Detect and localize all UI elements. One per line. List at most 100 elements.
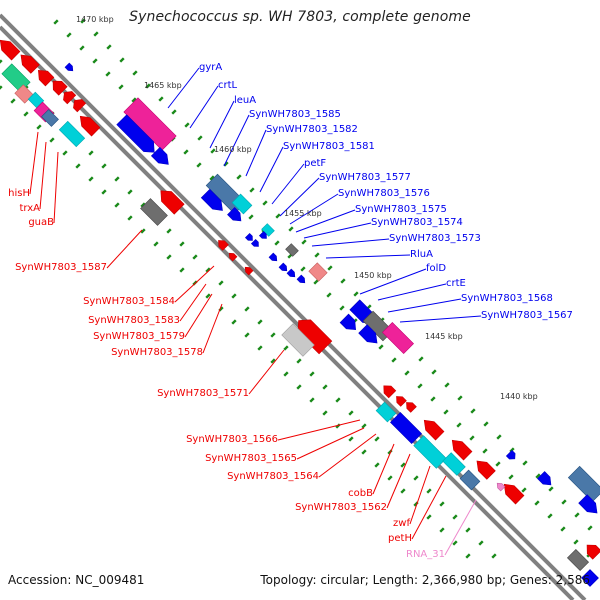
gene-label-reverse[interactable]: SynWH7803_1583	[88, 315, 180, 326]
gene-label-forward[interactable]: SynWH7803_1573	[389, 233, 481, 244]
reverse-cds-feature[interactable]	[292, 314, 333, 355]
gene-label-reverse[interactable]: SynWH7803_1584	[83, 296, 175, 307]
gene-label-rna[interactable]: RNA_31	[406, 549, 445, 560]
reverse-cds-feature[interactable]	[0, 36, 21, 61]
forward-cds-feature[interactable]	[308, 262, 328, 282]
tick-mark	[105, 71, 111, 77]
reverse-cds-feature[interactable]	[459, 469, 481, 491]
gene-label-forward[interactable]: SynWH7803_1585	[249, 109, 341, 120]
reverse-cds-feature[interactable]	[566, 548, 590, 572]
gene-label-forward[interactable]: leuA	[234, 95, 256, 106]
gene-label-reverse[interactable]: cobB	[348, 488, 373, 499]
gene-label-reverse[interactable]: SynWH7803_1587	[15, 262, 107, 273]
reverse-cds-feature[interactable]	[413, 435, 447, 469]
reverse-cds-feature[interactable]	[281, 323, 315, 357]
reverse-cds-feature[interactable]	[243, 265, 254, 276]
gene-label-forward[interactable]: petF	[304, 158, 326, 169]
reverse-cds-feature[interactable]	[34, 66, 55, 87]
gene-label-reverse[interactable]: SynWH7803_1571	[157, 388, 249, 399]
gene-label-forward[interactable]: SynWH7803_1576	[338, 188, 430, 199]
gene-label-reverse[interactable]: SynWH7803_1578	[111, 347, 203, 358]
reverse-cds-feature[interactable]	[375, 401, 397, 423]
gene-label-forward[interactable]: SynWH7803_1577	[319, 172, 411, 183]
forward-cds-feature[interactable]	[278, 262, 289, 273]
gene-label-reverse[interactable]: SynWH7803_1564	[227, 471, 319, 482]
forward-cds-feature[interactable]	[268, 252, 279, 263]
reverse-cds-feature[interactable]	[76, 112, 101, 137]
forward-cds-feature[interactable]	[286, 268, 297, 279]
tick-mark	[92, 58, 98, 64]
forward-cds-feature[interactable]	[250, 238, 260, 248]
tick-mark	[400, 462, 406, 468]
forward-cds-feature[interactable]	[150, 146, 172, 168]
leader-line	[29, 131, 39, 195]
reverse-cds-feature[interactable]	[583, 541, 600, 560]
reverse-cds-feature[interactable]	[500, 480, 525, 505]
gene-label-reverse[interactable]: SynWH7803_1566	[186, 434, 278, 445]
tick-mark	[387, 475, 393, 481]
reverse-cds-feature[interactable]	[394, 394, 407, 407]
forward-cds-feature[interactable]	[567, 465, 600, 503]
gene-label-forward[interactable]: SynWH7803_1567	[481, 310, 573, 321]
gene-label-reverse[interactable]: SynWH7803_1562	[295, 502, 387, 513]
tick-mark	[313, 279, 319, 285]
forward-cds-feature[interactable]	[581, 569, 599, 587]
reverse-cds-feature[interactable]	[156, 186, 185, 215]
tick-mark	[417, 383, 423, 389]
rna-feature[interactable]	[495, 481, 506, 492]
reverse-cds-feature[interactable]	[420, 416, 445, 441]
reverse-cds-feature[interactable]	[404, 400, 417, 413]
forward-cds-feature[interactable]	[339, 313, 360, 334]
forward-cds-feature[interactable]	[537, 471, 555, 489]
gene-label-forward[interactable]: SynWH7803_1581	[283, 141, 375, 152]
forward-cds-feature[interactable]	[227, 207, 245, 225]
tick-mark	[309, 371, 315, 377]
tick-mark	[140, 228, 146, 234]
gene-label-forward[interactable]: crtL	[218, 80, 238, 91]
forward-cds-feature[interactable]	[285, 243, 299, 257]
reverse-cds-feature[interactable]	[70, 96, 87, 113]
leader-line	[359, 268, 427, 295]
reverse-cds-feature[interactable]	[58, 120, 86, 148]
forward-cds-feature[interactable]	[578, 494, 600, 518]
gene-label-forward[interactable]: gyrA	[199, 62, 222, 73]
gene-label-reverse[interactable]: hisH	[8, 188, 30, 199]
forward-cds-feature[interactable]	[258, 230, 268, 240]
gene-label-reverse[interactable]: zwf	[393, 518, 410, 529]
reverse-cds-feature[interactable]	[442, 452, 466, 476]
gene-label-reverse[interactable]: SynWH7803_1579	[93, 331, 185, 342]
gene-label-forward[interactable]: SynWH7803_1582	[266, 124, 358, 135]
reverse-cds-feature[interactable]	[49, 77, 68, 96]
forward-cds-feature[interactable]	[231, 193, 253, 215]
forward-cds-feature[interactable]	[116, 114, 159, 157]
reverse-cds-feature[interactable]	[41, 109, 59, 127]
reverse-cds-feature[interactable]	[17, 51, 40, 74]
tick-mark	[348, 436, 354, 442]
gene-label-reverse[interactable]: guaB	[28, 217, 54, 228]
gene-label-forward[interactable]: RluA	[410, 249, 433, 260]
forward-cds-feature[interactable]	[505, 449, 517, 461]
reverse-cds-feature[interactable]	[227, 251, 238, 262]
gene-label-reverse[interactable]: petH	[388, 533, 412, 544]
forward-cds-feature[interactable]	[390, 412, 422, 444]
reverse-cds-feature[interactable]	[380, 382, 397, 399]
reverse-cds-feature[interactable]	[216, 238, 229, 251]
gene-label-reverse[interactable]: SynWH7803_1565	[205, 453, 297, 464]
gene-label-reverse[interactable]: trxA	[19, 203, 40, 214]
reverse-cds-feature[interactable]	[60, 88, 77, 105]
gene-label-forward[interactable]: SynWH7803_1574	[371, 217, 463, 228]
gene-label-forward[interactable]: SynWH7803_1568	[461, 293, 553, 304]
forward-cds-feature[interactable]	[358, 324, 382, 348]
forward-cds-feature[interactable]	[64, 62, 75, 73]
forward-cds-feature[interactable]	[244, 232, 254, 242]
tick-mark	[274, 240, 280, 246]
gene-label-forward[interactable]: crtE	[446, 278, 466, 289]
forward-cds-feature[interactable]	[382, 322, 414, 354]
forward-cds-feature[interactable]	[296, 274, 307, 285]
gene-label-forward[interactable]: SynWH7803_1575	[355, 204, 447, 215]
gene-label-forward[interactable]: folD	[426, 263, 446, 274]
forward-cds-feature[interactable]	[200, 188, 226, 214]
reverse-cds-feature[interactable]	[448, 436, 473, 461]
reverse-cds-feature[interactable]	[140, 198, 168, 226]
reverse-cds-feature[interactable]	[473, 457, 496, 480]
